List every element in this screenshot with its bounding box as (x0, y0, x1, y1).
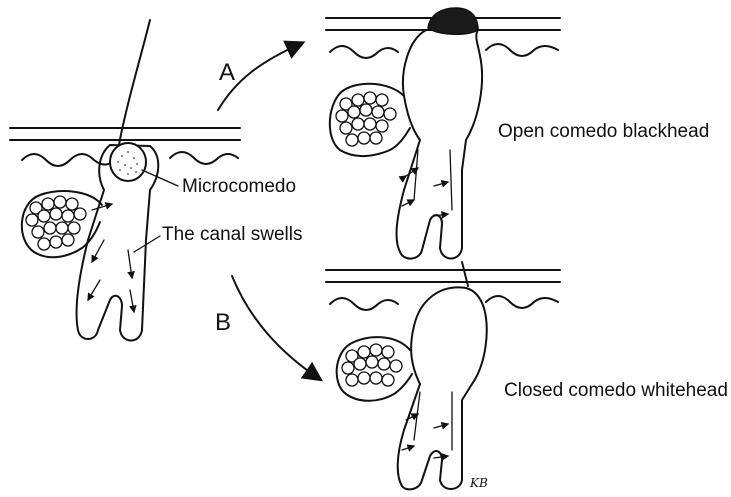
epidermis-wave (330, 44, 558, 58)
sebaceous-cells (342, 344, 402, 386)
sebaceous-cells (26, 196, 86, 250)
double-arrow (402, 446, 414, 450)
flow-arrow (130, 290, 134, 312)
flow-arrow (128, 250, 132, 278)
blackhead-plug (428, 8, 478, 34)
dilated-follicle-wall (398, 287, 487, 489)
microcomedo-plug (110, 143, 146, 181)
artist-signature: KB (469, 476, 488, 490)
flow-arrow (88, 280, 100, 300)
double-arrow (434, 182, 448, 186)
follicle-inner-wall (414, 150, 452, 210)
canal-swells-label: The canal swells (162, 224, 302, 245)
microcomedo-label: Microcomedo (182, 176, 296, 197)
open-comedo-label: Open comedo blackhead (498, 121, 709, 142)
double-arrow (402, 200, 414, 206)
path-a-label: A (219, 59, 235, 86)
closed-comedo-label: Closed comedo whitehead (504, 380, 728, 401)
double-arrow (434, 424, 448, 428)
closed-comedo-follicle (326, 262, 560, 489)
path-b-label: B (215, 309, 231, 336)
dilated-follicle-wall (397, 30, 483, 259)
flow-arrow (92, 240, 104, 262)
follicle-inner-wall (414, 392, 452, 450)
microcomedo-leader (142, 170, 178, 186)
sebaceous-cells (336, 92, 396, 146)
epidermis-wave (330, 296, 558, 310)
path-b-arrow (232, 276, 318, 378)
hair-strand (118, 20, 150, 150)
